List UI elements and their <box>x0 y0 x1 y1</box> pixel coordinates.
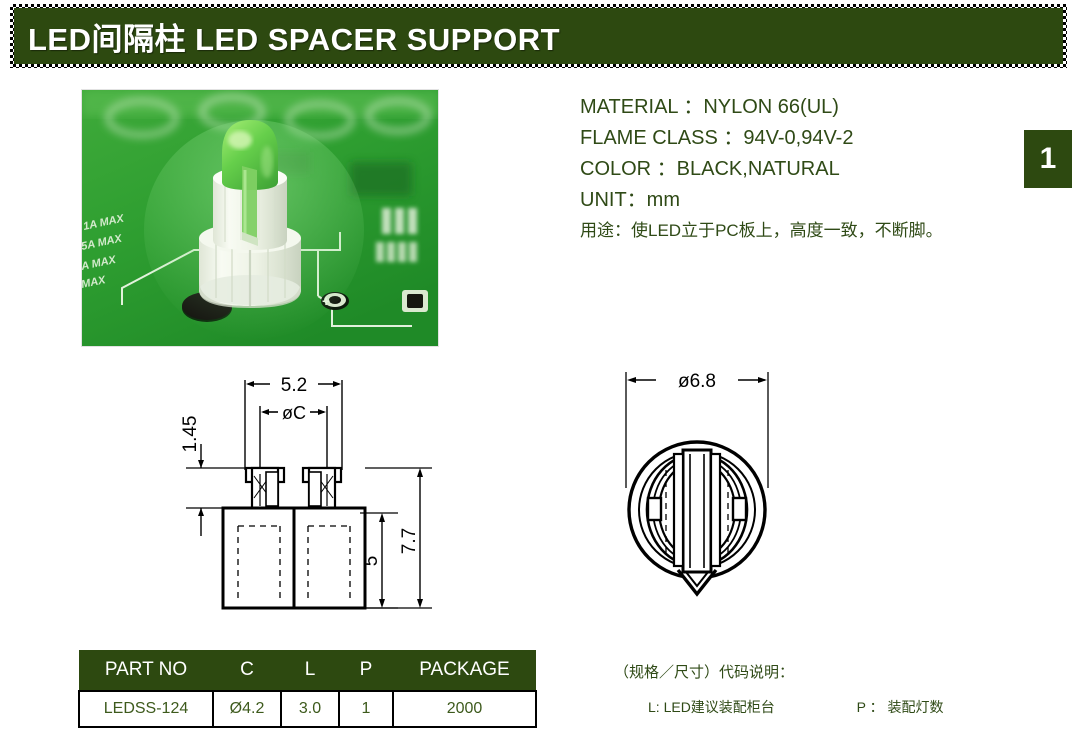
spec-material: MATERIAL ：NYLON 66(UL) <box>580 96 839 118</box>
table-header-c: C <box>213 650 281 691</box>
legend-title: （规格／尺寸）代码说明： <box>614 664 795 681</box>
header-banner-frame: LED间隔柱 LED SPACER SUPPORT <box>10 4 1067 68</box>
table-header-package: PACKAGE <box>393 650 536 691</box>
table-header-p: P <box>339 650 393 691</box>
product-photo: 1A MAX 5A MAX A MAX MAX + <box>81 89 439 347</box>
cell-p: 1 <box>338 690 394 728</box>
dim-label-total-height: 7.7 <box>399 528 420 554</box>
dim-label-outer-diameter: ø6.8 <box>678 371 716 392</box>
spec-color: COLOR ：BLACK,NATURAL <box>580 158 840 180</box>
spec-usage-note: 用途：使LED立于PC板上，高度一致，不断脚。 <box>580 221 943 240</box>
legend-code-p: P ： 装配灯数 <box>856 699 944 715</box>
front-view-drawing: 5.2 øC 1.45 5 7.7 <box>170 358 450 633</box>
cell-l: 3.0 <box>280 690 340 728</box>
table-header-row: PART NO C L P PACKAGE <box>79 650 536 691</box>
page-title: LED间隔柱 LED SPACER SUPPORT <box>28 21 561 57</box>
page-number-badge: 1 <box>1024 130 1072 188</box>
svg-text:MAX: MAX <box>82 274 107 291</box>
spec-unit: UNIT：mm <box>580 189 680 211</box>
dim-label-body-height: 5 <box>361 556 382 567</box>
specification-list: MATERIAL ：NYLON 66(UL) FLAME CLASS ：94V-… <box>580 92 1010 246</box>
dim-label-overall-width: 5.2 <box>281 375 307 396</box>
table-row: LEDSS-124 Ø4.2 3.0 1 2000 <box>78 690 537 728</box>
cell-package: 2000 <box>392 690 537 728</box>
led-spacer-on-pcb-image: 1A MAX 5A MAX A MAX MAX + <box>82 90 438 346</box>
legend-codes: L: LED建议装配柜台 P ： 装配灯数 <box>648 694 1044 720</box>
table-header-l: L <box>281 650 339 691</box>
table-header-part-no: PART NO <box>79 650 213 691</box>
top-view-drawing: ø6.8 <box>600 358 820 633</box>
specification-table: PART NO C L P PACKAGE LEDSS-124 Ø4.2 3.0… <box>78 650 537 728</box>
cell-c: Ø4.2 <box>212 690 282 728</box>
legend-notes: （规格／尺寸）代码说明： L: LED建议装配柜台 P ： 装配灯数 <box>614 660 1044 720</box>
dim-label-inner-diameter: øC <box>282 403 306 423</box>
spec-flame-class: FLAME CLASS ：94V-0,94V-2 <box>580 127 854 149</box>
header-banner: LED间隔柱 LED SPACER SUPPORT <box>14 8 1063 64</box>
cell-part-no: LEDSS-124 <box>78 690 214 728</box>
dim-label-clip-height: 1.45 <box>180 416 201 453</box>
legend-code-l: L: LED建议装配柜台 <box>648 699 775 715</box>
